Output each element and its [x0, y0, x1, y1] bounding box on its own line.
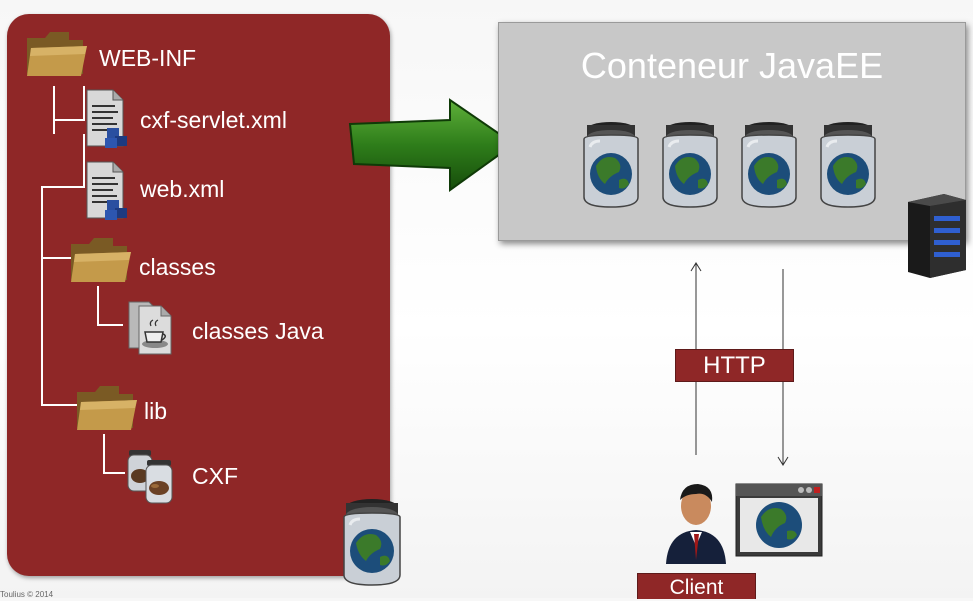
http-badge: HTTP — [675, 349, 794, 382]
tree-line — [41, 257, 71, 259]
tree-item-label: cxf-servlet.xml — [140, 107, 287, 133]
tree-line — [103, 434, 105, 474]
tree-line — [41, 404, 77, 406]
server-icon — [908, 194, 966, 278]
tree-line — [83, 134, 85, 188]
user-icon — [666, 484, 726, 564]
tree-line — [53, 119, 85, 121]
tree-line — [103, 472, 125, 474]
tree-item-label: classes Java — [192, 318, 324, 344]
tree-item-label: CXF — [192, 463, 238, 489]
footer-text: Toulius © 2014 — [0, 590, 54, 599]
tree-line — [53, 86, 55, 134]
tree-line — [41, 186, 43, 406]
web-app-jar-icon — [662, 122, 718, 208]
web-app-jar-icon — [583, 122, 639, 208]
tree-item-label: lib — [144, 398, 168, 424]
container-title: Conteneur JavaEE — [580, 45, 884, 86]
web-app-jar-icon — [741, 122, 797, 208]
web-app-jar-icon — [820, 122, 876, 208]
xml-document-icon — [86, 89, 127, 148]
javaee-container: Conteneur JavaEE — [498, 22, 966, 241]
webinf-panel: WEB-INF cxf-servlet.xml web.xml class — [7, 14, 401, 586]
tree-item-label: classes — [139, 254, 216, 280]
tree-line — [41, 186, 85, 188]
tree-line — [97, 286, 99, 326]
tree-root-label: WEB-INF — [99, 45, 197, 71]
tree-item-label: web.xml — [140, 176, 225, 202]
browser-window-icon — [735, 483, 823, 557]
folder-icon — [27, 32, 87, 76]
client-label: Client — [637, 573, 756, 599]
folder-icon — [77, 386, 137, 430]
war-archive-icon — [343, 499, 401, 586]
folder-icon — [71, 238, 131, 282]
xml-document-icon — [86, 161, 127, 220]
tree-line — [83, 86, 85, 121]
tree-line — [97, 324, 123, 326]
deploy-arrow-icon — [348, 98, 516, 192]
jar-library-icon — [127, 450, 173, 504]
java-class-icon — [128, 301, 172, 355]
